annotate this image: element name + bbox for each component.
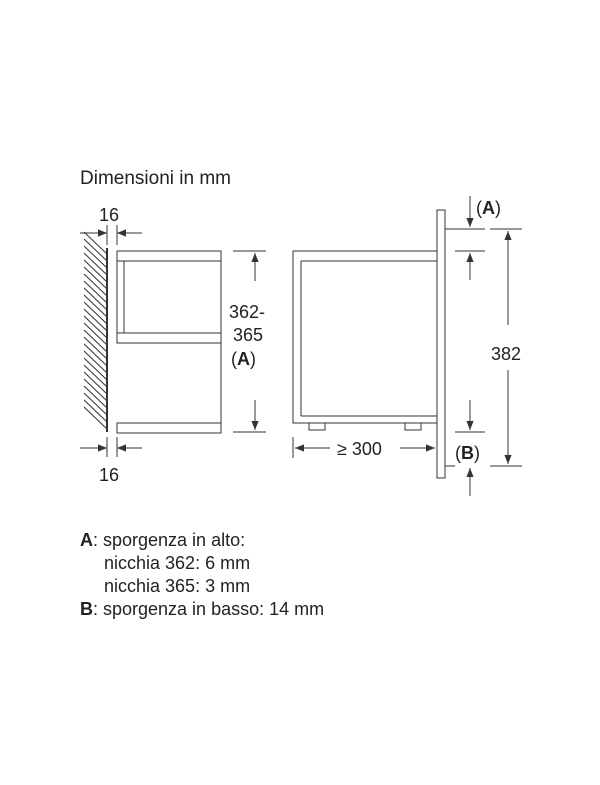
- side-gap-bottom-label: 16: [99, 465, 119, 485]
- bottom-projection-dimension: (B): [455, 400, 485, 496]
- appliance-side-view: [292, 209, 455, 479]
- hatch-line: [83, 245, 108, 269]
- hatch-line: [83, 336, 108, 360]
- legend: A: sporgenza in alto: nicchia 362: 6 mm …: [80, 529, 324, 621]
- hatch-line: [83, 231, 108, 255]
- hatch-line: [83, 259, 108, 283]
- hatch-line: [83, 301, 108, 325]
- legend-a-line3: nicchia 365: 3 mm: [104, 576, 251, 596]
- side-gap-top-label: 16: [99, 205, 119, 225]
- depth-dimension: ≥ 300: [292, 437, 438, 459]
- hatch-line: [83, 406, 108, 430]
- depth-label: ≥ 300: [337, 439, 382, 459]
- hatch-line: [83, 350, 108, 374]
- top-projection-dimension: (A): [455, 196, 501, 280]
- side-gap-dimension-top: 16: [80, 205, 142, 245]
- legend-a-line2: nicchia 362: 6 mm: [104, 553, 251, 573]
- niche-height-label-2: 365: [233, 325, 263, 345]
- hatch-line: [83, 266, 108, 290]
- hatch-line: [83, 273, 108, 297]
- legend-b-row: B: sporgenza in basso: 14 mm: [80, 598, 324, 621]
- hatch-line: [83, 252, 108, 276]
- hatch-line: [83, 371, 108, 395]
- legend-a-letter: A: [80, 530, 93, 550]
- total-height-dimension: 382: [490, 228, 522, 467]
- hatch-line: [83, 343, 108, 367]
- hatch-line: [83, 392, 108, 416]
- hatch-line: [83, 308, 108, 332]
- legend-a-text: : sporgenza in alto:: [93, 530, 246, 550]
- side-gap-dimension-bottom: 16: [80, 437, 142, 485]
- legend-a-row: A: sporgenza in alto:: [80, 529, 324, 552]
- niche-height-ref-a: (A): [231, 349, 256, 369]
- hatch-line: [83, 294, 108, 318]
- hatch-line: [83, 399, 108, 423]
- wall-hatching: [83, 231, 108, 432]
- legend-b-letter: B: [80, 599, 93, 619]
- hatch-line: [83, 322, 108, 346]
- hatch-line: [83, 280, 108, 304]
- hatch-line: [83, 287, 108, 311]
- niche-height-label-1: 362-: [229, 302, 265, 322]
- hatch-line: [83, 315, 108, 339]
- diagram-title: Dimensioni in mm: [80, 168, 231, 189]
- niche-cabinet-section: [116, 250, 222, 434]
- bottom-projection-ref-b: (B): [455, 443, 480, 463]
- hatch-line: [83, 378, 108, 402]
- top-projection-ref-a: (A): [476, 198, 501, 218]
- hatch-line: [83, 364, 108, 388]
- niche-height-dimension: 362- 365 (A): [229, 250, 266, 433]
- hatch-line: [83, 329, 108, 353]
- hatch-line: [83, 238, 108, 262]
- legend-b-text: : sporgenza in basso: 14 mm: [93, 599, 325, 619]
- hatch-line: [83, 385, 108, 409]
- total-height-label: 382: [491, 344, 521, 364]
- hatch-line: [83, 357, 108, 381]
